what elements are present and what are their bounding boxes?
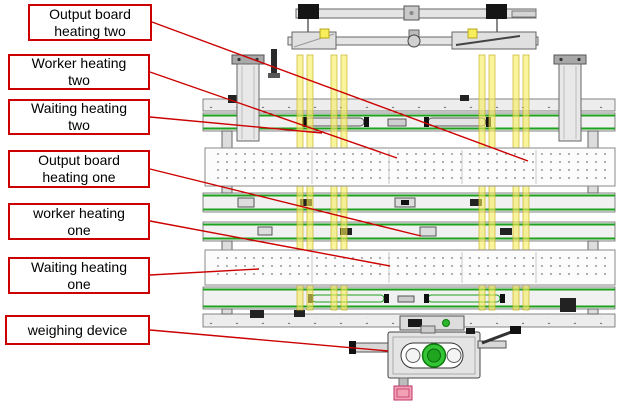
callout-label: Waiting heating one [31, 258, 127, 292]
leader-weighing-device [149, 329, 389, 352]
callout-worker-heating-one: worker heating one [8, 203, 150, 240]
indicator-light-inner [427, 348, 441, 363]
weighing-device-graphic [349, 325, 521, 401]
leader-lines [149, 21, 529, 352]
conveyor-rail-middle-lower [202, 221, 616, 242]
right-support-column [553, 54, 587, 142]
leader-worker-heating-two [149, 71, 398, 159]
leader-output-board-heating-one [149, 168, 422, 237]
callout-worker-heating-two: Worker heating two [8, 54, 150, 90]
heating-plate-two [204, 147, 616, 187]
transfer-mechanism [399, 315, 465, 331]
heating-plate-one [204, 249, 616, 286]
callout-waiting-heating-two: Waiting heating two [8, 99, 150, 135]
leader-output-board-heating-two [151, 21, 529, 162]
pink-foot [393, 385, 413, 401]
callout-label: weighing device [27, 321, 128, 338]
callout-label: Output board heating one [38, 152, 120, 185]
leader-waiting-heating-one [149, 268, 260, 276]
top-gantry [287, 4, 539, 50]
left-support-column [231, 54, 265, 142]
lever-handle [268, 49, 280, 78]
callout-label: Output board heating two [49, 5, 131, 39]
leader-waiting-heating-two [149, 116, 323, 134]
callout-output-board-heating-two: Output board heating two [28, 4, 152, 41]
callout-label: Worker heating two [31, 55, 127, 88]
callout-waiting-heating-one: Waiting heating one [8, 257, 150, 294]
leader-worker-heating-one [149, 220, 391, 267]
upper-rail [202, 95, 616, 112]
callout-label: Waiting heating two [31, 100, 127, 133]
conveyor-rail-middle-upper [202, 192, 616, 213]
conveyor-heating-one [202, 286, 616, 312]
callout-weighing-device: weighing device [5, 315, 150, 345]
frame-posts [221, 130, 599, 315]
callout-output-board-heating-one: Output board heating one [8, 150, 150, 188]
callout-label: worker heating one [33, 204, 125, 238]
